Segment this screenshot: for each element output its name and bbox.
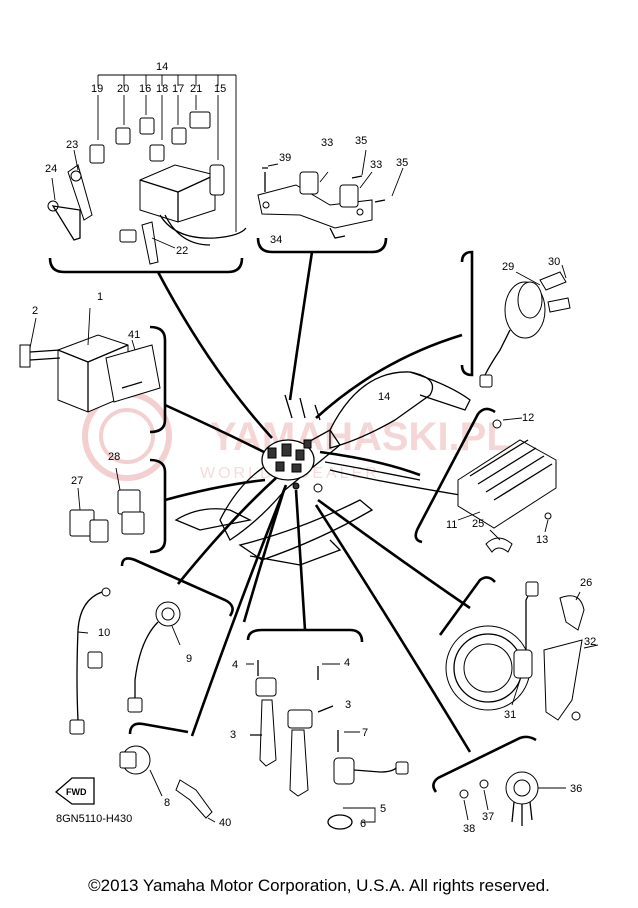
part-label: 24: [45, 163, 57, 175]
part-label: 5: [380, 803, 386, 815]
part-labels: 1 2 3 3 4 4 5 6 7 8 9 10 11 12 13 14 14 …: [32, 61, 596, 835]
copyright-notice: ©2013 Yamaha Motor Corporation, U.S.A. A…: [88, 876, 550, 895]
regulator-group: [457, 417, 557, 553]
part-label: 34: [270, 234, 282, 246]
sensor-group-left: [69, 587, 181, 735]
diagram-code: 8GN5110-H430: [56, 813, 132, 825]
part-label: 3: [230, 729, 236, 741]
ecu-group: [19, 307, 161, 413]
part-label: 36: [570, 783, 582, 795]
part-label: 17: [172, 83, 184, 95]
part-label: 9: [186, 653, 192, 665]
part-label: 19: [91, 83, 103, 95]
part-label: 18: [156, 83, 168, 95]
part-label: 4: [344, 657, 350, 669]
part-label: 33: [370, 159, 382, 171]
part-label: 3: [345, 699, 351, 711]
part-label: 13: [536, 534, 548, 546]
part-label: 8: [164, 797, 170, 809]
part-label: 40: [219, 817, 231, 829]
part-label: 29: [502, 261, 514, 273]
part-label: 35: [396, 157, 408, 169]
part-label: 41: [128, 329, 140, 341]
part-label: 26: [580, 577, 592, 589]
relay-group: [69, 467, 145, 543]
part-label: 23: [66, 139, 78, 151]
part-label: 14: [156, 61, 168, 73]
part-label: 15: [214, 83, 226, 95]
part-label: 28: [108, 451, 120, 463]
part-label: 30: [548, 256, 560, 268]
part-label: 16: [139, 83, 151, 95]
part-label: 7: [362, 727, 368, 739]
part-label: 10: [98, 627, 110, 639]
part-label: 32: [584, 636, 596, 648]
part-label: 22: [176, 245, 188, 257]
part-label: 21: [190, 83, 202, 95]
wire-harness: [174, 371, 471, 566]
ignition-switch-group: [479, 264, 571, 388]
part-label: 20: [117, 83, 129, 95]
pickup-group: [445, 581, 599, 721]
part-label: 35: [355, 135, 367, 147]
part-label: 37: [482, 811, 494, 823]
leader-lines: [156, 251, 472, 753]
part-label: 11: [446, 519, 457, 531]
ignition-coils-group: [246, 660, 409, 830]
sensor-group-lower: [119, 745, 216, 823]
fwd-label: FWD: [66, 787, 87, 797]
part-label: 33: [321, 137, 333, 149]
sensor-group-bottom-right: [459, 771, 566, 826]
part-label: 6: [360, 818, 366, 830]
part-label: 31: [504, 709, 516, 721]
fuse-box-group: [47, 74, 247, 265]
part-label: 38: [463, 823, 475, 835]
part-label: 27: [71, 475, 83, 487]
part-label: 39: [279, 152, 291, 164]
part-label: 12: [522, 412, 534, 424]
part-label: 2: [32, 305, 38, 317]
part-label: 4: [232, 659, 238, 671]
part-label: 1: [97, 291, 103, 303]
bracket-group: [257, 149, 404, 239]
part-label: 25: [472, 518, 484, 530]
fwd-arrow-icon: FWD: [54, 777, 95, 805]
part-label: 14: [378, 391, 390, 403]
